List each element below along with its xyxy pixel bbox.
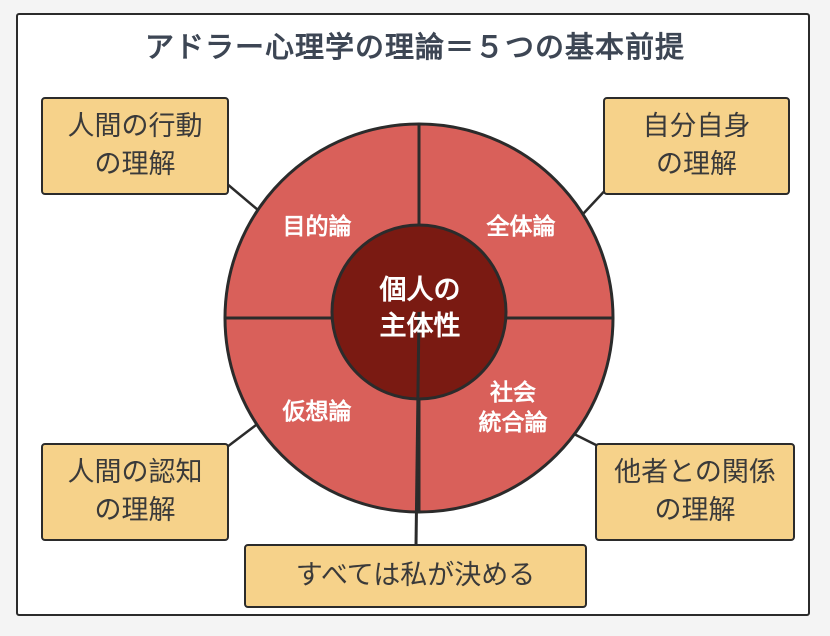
segment-label-fictionalism: 仮想論 bbox=[282, 399, 352, 425]
pointer-bottom-left bbox=[226, 424, 257, 448]
diagram-title: アドラー心理学の理論＝５つの基本前提 bbox=[144, 30, 685, 64]
callout-top-right: 自分自身 の理解 bbox=[603, 97, 790, 195]
center-label: 個人の 主体性 bbox=[338, 273, 502, 345]
segment-label-holism: 全体論 bbox=[486, 214, 556, 240]
callout-bottom-left: 人間の認知 の理解 bbox=[41, 443, 229, 541]
pointer-bottom bbox=[414, 311, 421, 547]
pointer-top-left bbox=[225, 182, 259, 211]
center-label-line2: 主体性 bbox=[379, 311, 461, 342]
callout-top-left: 人間の行動 の理解 bbox=[41, 97, 229, 195]
segment-label-social-embeddedness: 社会 統合論 bbox=[478, 380, 548, 436]
callout-bottom-right: 他者との関係 の理解 bbox=[595, 443, 795, 541]
segment-label-teleology: 目的論 bbox=[282, 214, 352, 240]
center-label-line1: 個人の bbox=[379, 275, 461, 306]
callout-bottom: すべては私が決める bbox=[244, 544, 587, 608]
